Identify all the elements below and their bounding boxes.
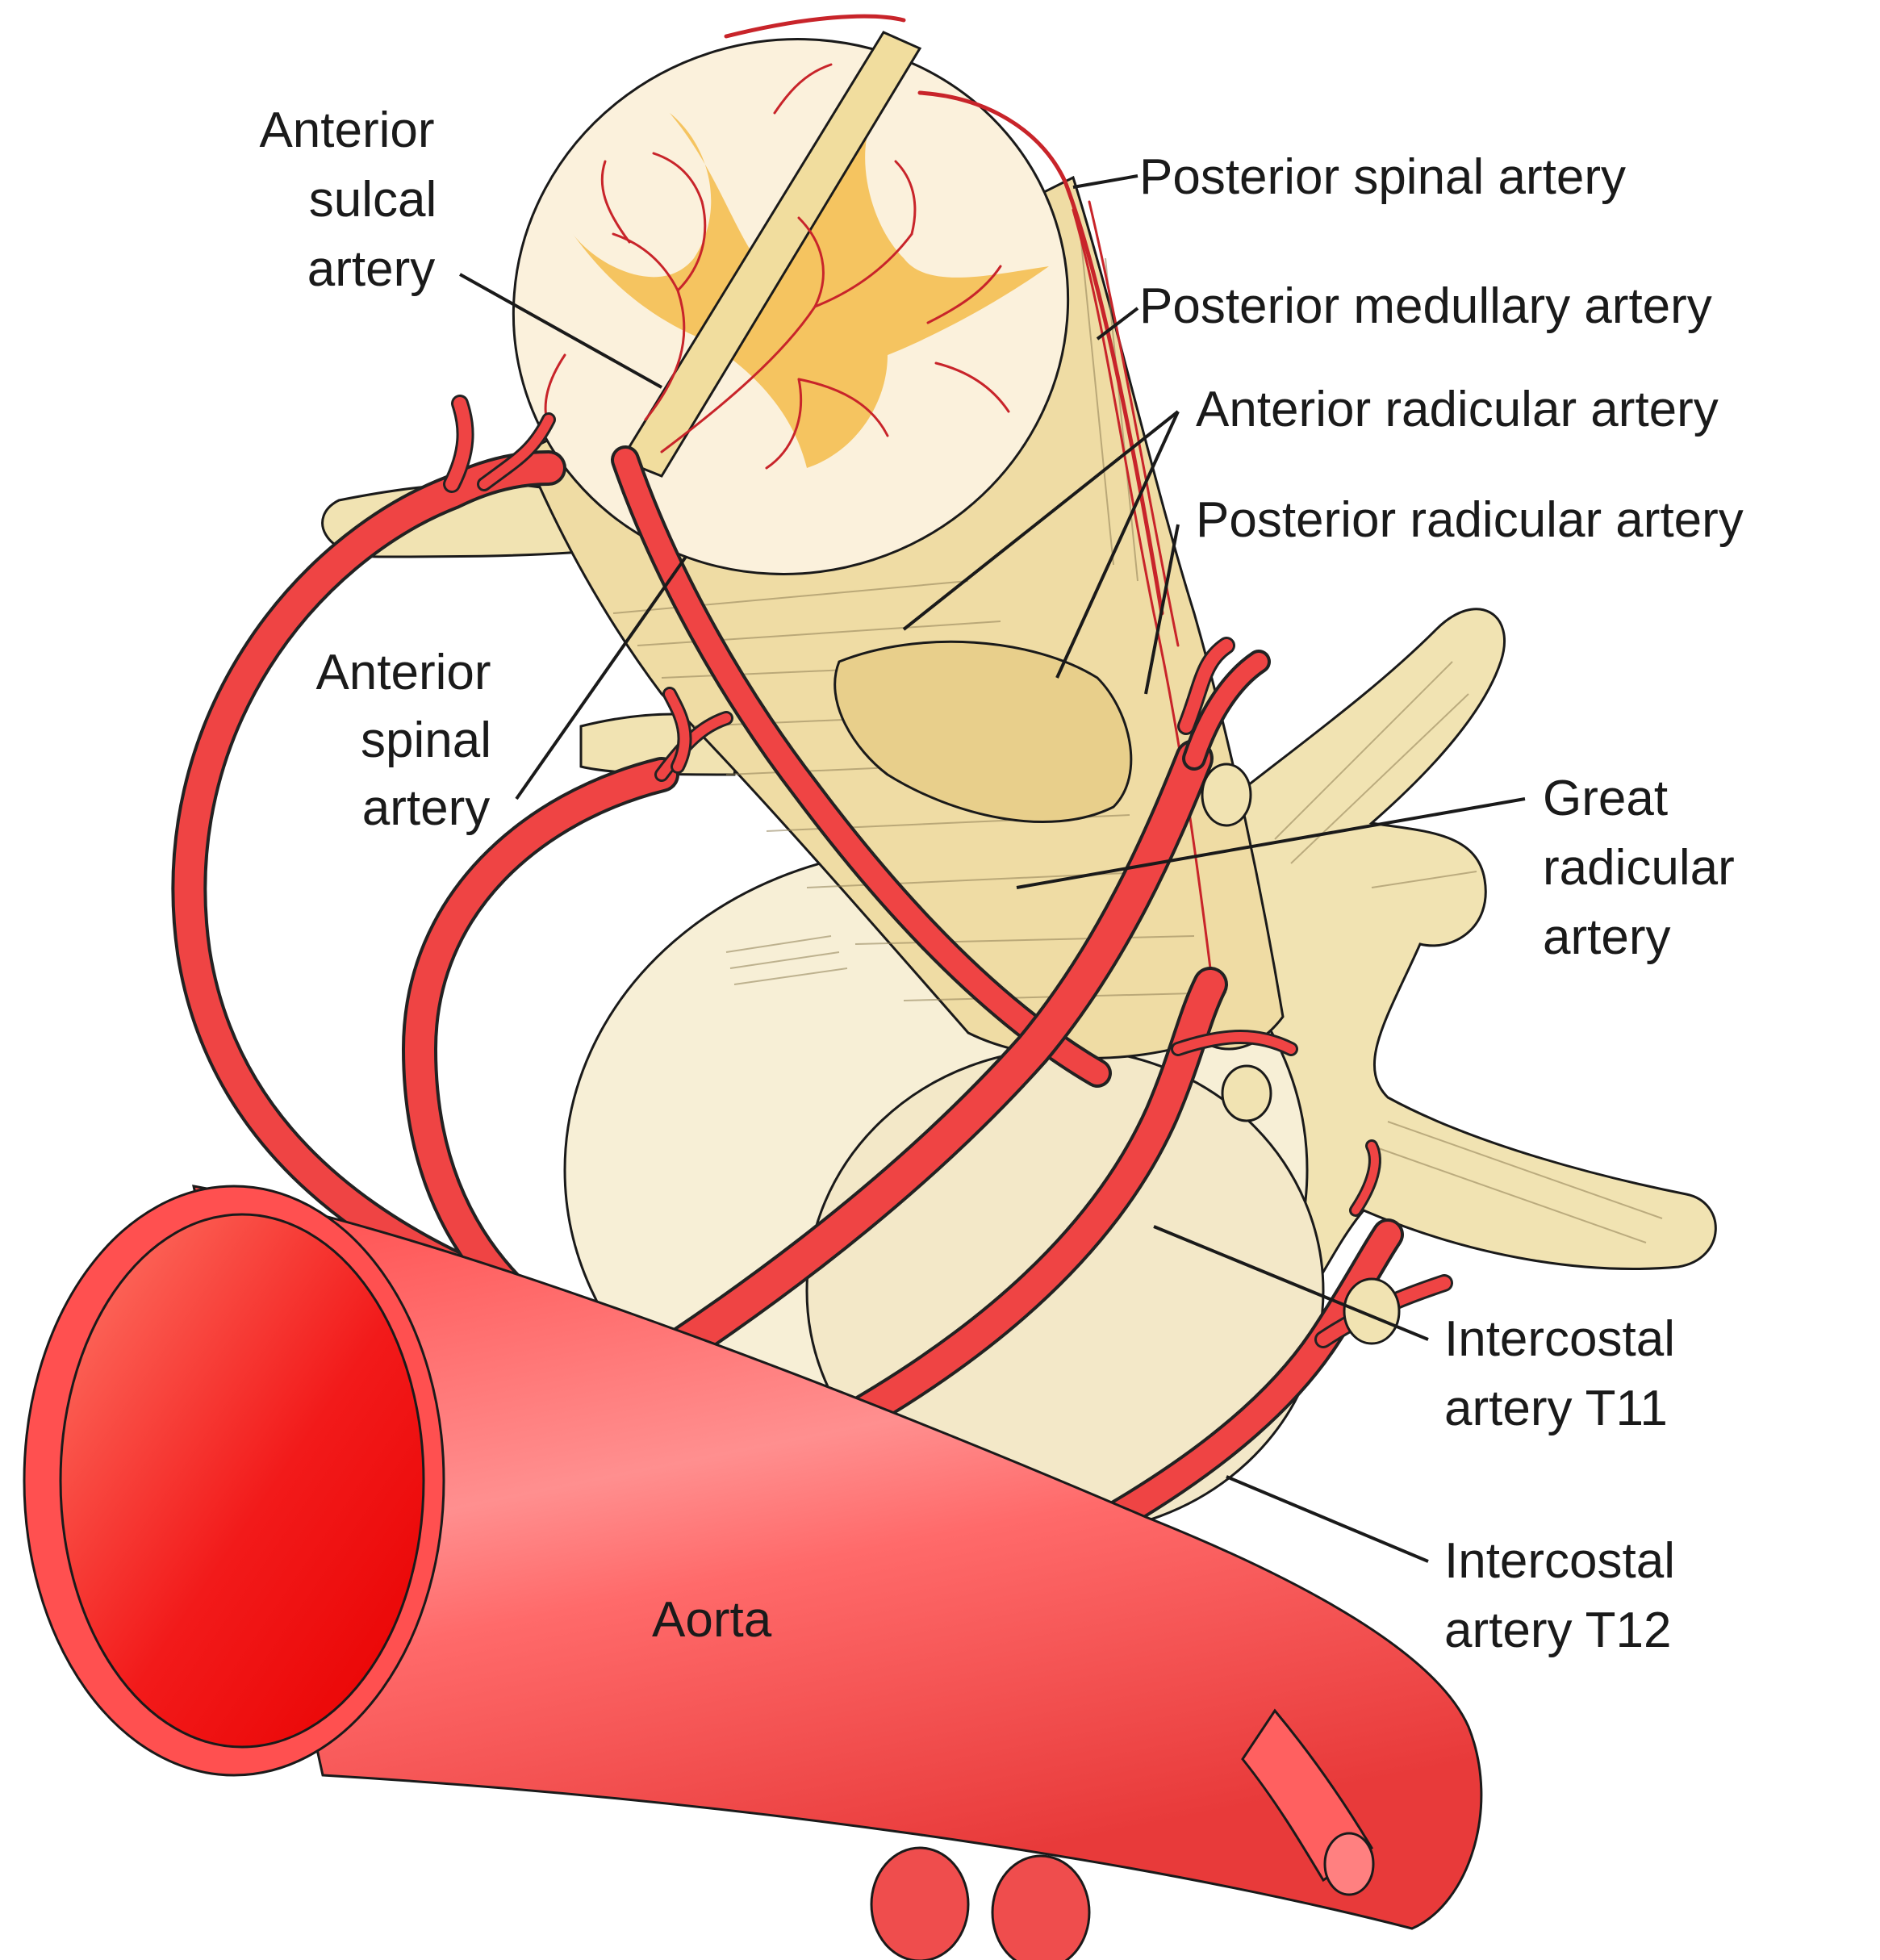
aorta-body xyxy=(192,1185,1483,1930)
intercostal-t11-vessel xyxy=(760,970,1225,1475)
label-intercostal-artery-t11-line1: Intercostal xyxy=(1444,1311,1675,1367)
nerve-stump xyxy=(1221,1064,1272,1122)
posterior-spinal-artery-vessel xyxy=(724,14,906,39)
label-anterior-radicular-artery: Anterior radicular artery xyxy=(1196,382,1719,437)
label-anterior-sulcal-artery-line1: Anterior xyxy=(259,102,434,158)
label-great-radicular-artery-line3: artery xyxy=(1543,909,1670,965)
label-posterior-radicular-artery: Posterior radicular artery xyxy=(1196,492,1744,548)
labels: Anterior sulcal artery Posterior spinal … xyxy=(259,102,1743,1658)
label-intercostal-artery-t12-line1: Intercostal xyxy=(1444,1533,1675,1589)
great-radicular-artery-vessel xyxy=(549,742,1210,1436)
label-anterior-spinal-artery-line2: spinal xyxy=(361,713,491,768)
label-great-radicular-artery-line2: radicular xyxy=(1543,840,1735,896)
aorta-lumen xyxy=(59,1213,425,1749)
label-posterior-medullary-artery: Posterior medullary artery xyxy=(1139,278,1712,334)
body-texture xyxy=(725,935,848,985)
label-posterior-spinal-artery: Posterior spinal artery xyxy=(1139,149,1626,205)
leader-lines xyxy=(459,174,1526,1563)
anterior-median-fissure xyxy=(619,31,922,478)
label-aorta: Aorta xyxy=(652,1592,772,1648)
label-anterior-sulcal-artery-line3: artery xyxy=(307,241,435,297)
process-hatching xyxy=(1274,661,1663,1243)
label-anterior-spinal-artery-line1: Anterior xyxy=(315,645,491,700)
anterior-spinal-artery-vessel xyxy=(614,449,1109,1084)
nerve-root xyxy=(833,640,1133,824)
dorsal-root-ganglion xyxy=(1201,763,1252,827)
label-anterior-spinal-artery-line3: artery xyxy=(362,780,490,836)
label-intercostal-artery-t11-line2: artery T11 xyxy=(1444,1381,1668,1436)
label-anterior-sulcal-artery-line2: sulcal xyxy=(309,172,437,228)
anatomy-illustration xyxy=(23,14,1717,1960)
label-intercostal-artery-t12-line2: artery T12 xyxy=(1444,1603,1671,1658)
aorta-branch-bump xyxy=(991,1854,1091,1960)
label-great-radicular-artery-line1: Great xyxy=(1543,771,1668,826)
aorta-branch-bump xyxy=(870,1846,970,1960)
nerve-stump-lower xyxy=(1343,1277,1401,1345)
gray-matter xyxy=(573,113,1049,468)
